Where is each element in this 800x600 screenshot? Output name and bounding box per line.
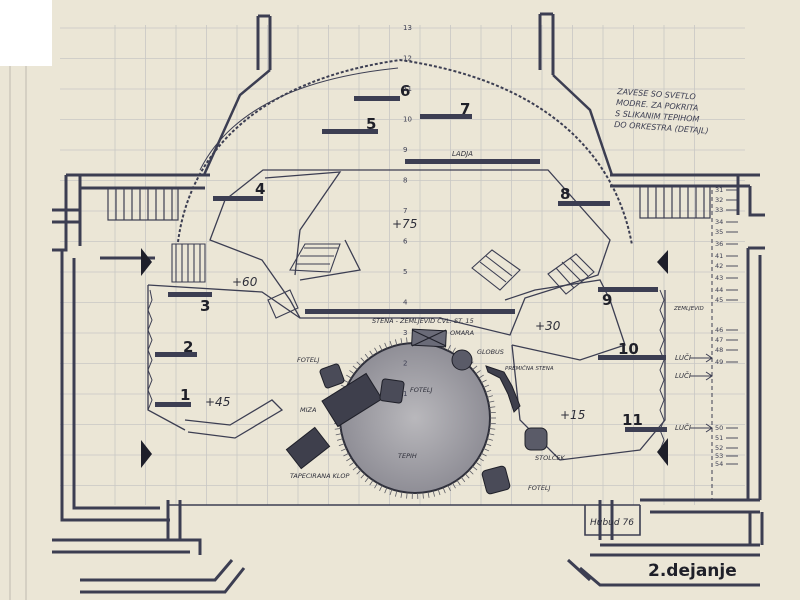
- table: [321, 372, 383, 428]
- height-45: +45: [205, 395, 230, 409]
- height-30: +30: [535, 319, 561, 333]
- act-title: 2.dejanje: [648, 561, 737, 581]
- scale-number: 45: [715, 296, 723, 304]
- label-luci-2: LUČI: [675, 371, 691, 380]
- scale-number: 31: [715, 186, 723, 194]
- grid-number: 12: [403, 55, 412, 63]
- right-labels: LUČI LUČI LUČI ZEMLJEVID: [673, 306, 704, 432]
- piece-1: 1: [180, 386, 190, 404]
- piece-10: 10: [618, 340, 639, 358]
- scale-number: 49: [715, 358, 723, 366]
- furniture: [285, 328, 548, 495]
- label-tapecirana-klop: TAPECIRANA KLOP: [290, 472, 349, 480]
- grid-number: 9: [403, 146, 407, 154]
- scale-number: 46: [715, 326, 723, 334]
- set-piece-numbers: 6 7 5 4 8 3 9 2 10 1 11: [180, 82, 643, 429]
- wing-markers: [141, 248, 668, 468]
- grid-number: 5: [403, 268, 407, 276]
- scale-number: 52: [715, 444, 723, 452]
- label-globus: GLOBUS: [477, 348, 504, 356]
- height-15: +15: [560, 408, 585, 422]
- signature-box: [584, 505, 641, 536]
- grid-number: 4: [403, 299, 408, 307]
- piece-6: 6: [400, 82, 410, 100]
- piece-11: 11: [622, 411, 643, 429]
- label-miza: MIZA: [300, 406, 316, 414]
- label-luci-1: LUČI: [675, 353, 691, 362]
- label-stena: STENA - ZEMLJEVID ČVL. ST. 15: [372, 316, 474, 325]
- globe: [451, 349, 473, 371]
- scenery-flats: [155, 96, 667, 432]
- grid-number: 2: [403, 360, 407, 368]
- cyclorama-arc: [177, 58, 633, 246]
- scale-number: 44: [715, 286, 723, 294]
- grid-number: 3: [403, 329, 407, 337]
- label-fotelj-3: FOTELJ: [528, 484, 551, 492]
- label-fotelj-2: FOTELJ: [410, 386, 433, 394]
- grid-number: 6: [403, 238, 408, 246]
- scale-number: 51: [715, 434, 723, 442]
- upholstered-bench: [285, 426, 331, 470]
- movable-wall: [485, 365, 521, 413]
- grid-number: 7: [403, 207, 407, 215]
- signature: Hubud 76: [590, 518, 634, 528]
- grid-number: 10: [403, 116, 412, 124]
- height-marks: +75 +60 +45 +30 +15: [205, 217, 585, 422]
- armchair-bottom: [481, 465, 511, 495]
- piece-3: 3: [200, 297, 210, 315]
- piece-9: 9: [602, 291, 612, 309]
- scale-number: 33: [715, 206, 723, 214]
- scale-number: 41: [715, 252, 723, 260]
- height-75: +75: [392, 217, 417, 231]
- scale-number: 43: [715, 274, 723, 282]
- label-luci-3: LUČI: [675, 423, 691, 432]
- stage-steps: [171, 243, 595, 319]
- light-arrows: [690, 353, 713, 433]
- object-labels: LADJA STENA - ZEMLJEVID ČVL. ST. 15 OMAR…: [290, 150, 565, 492]
- label-fotelj-1: FOTELJ: [297, 356, 320, 364]
- scale-number: 54: [715, 460, 723, 468]
- note-block: ZAVESE SO SVETLO MODRE. ZA POKRITA S SLI…: [614, 87, 709, 136]
- scale-number: 34: [715, 218, 723, 226]
- scale-number: 36: [715, 240, 723, 248]
- grid-row-numbers: 13 12 11 10 9 8 7 6 5 4 3 2 1: [403, 24, 412, 398]
- label-stolcek: STOLČEK: [535, 453, 565, 462]
- grid-number: 1: [403, 390, 407, 398]
- piece-5: 5: [366, 115, 376, 133]
- scale-number: 32: [715, 196, 723, 204]
- label-omara: OMARA: [450, 329, 474, 337]
- stool: [524, 427, 548, 451]
- piece-7: 7: [460, 100, 470, 118]
- side-curtain-right: [659, 289, 665, 451]
- label-ladja: LADJA: [452, 150, 473, 158]
- grid-number: 8: [403, 177, 407, 185]
- scale-number: 53: [715, 452, 723, 460]
- grid-number: 11: [403, 85, 412, 93]
- scale-number: 48: [715, 346, 723, 354]
- scale-number: 50: [715, 424, 723, 432]
- right-scale-ticks: [726, 189, 738, 465]
- scale-number: 42: [715, 262, 723, 270]
- label-tepih: TEPIH: [398, 452, 417, 460]
- label-premicna-stena: PREMIČNA STENA: [505, 365, 554, 372]
- piece-4: 4: [255, 180, 265, 198]
- height-60: +60: [232, 275, 258, 289]
- armchair-center: [379, 378, 405, 404]
- scale-number: 47: [715, 336, 723, 344]
- armchair-left: [319, 363, 345, 389]
- piece-2: 2: [183, 338, 193, 356]
- label-zemljevid: ZEMLJEVID: [673, 306, 704, 312]
- staircase-right: [639, 185, 711, 219]
- piece-8: 8: [560, 185, 570, 203]
- side-curtain-left: [147, 289, 153, 411]
- scale-number: 35: [715, 228, 723, 236]
- staircase-left: [107, 187, 179, 221]
- grid-number: 13: [403, 24, 412, 32]
